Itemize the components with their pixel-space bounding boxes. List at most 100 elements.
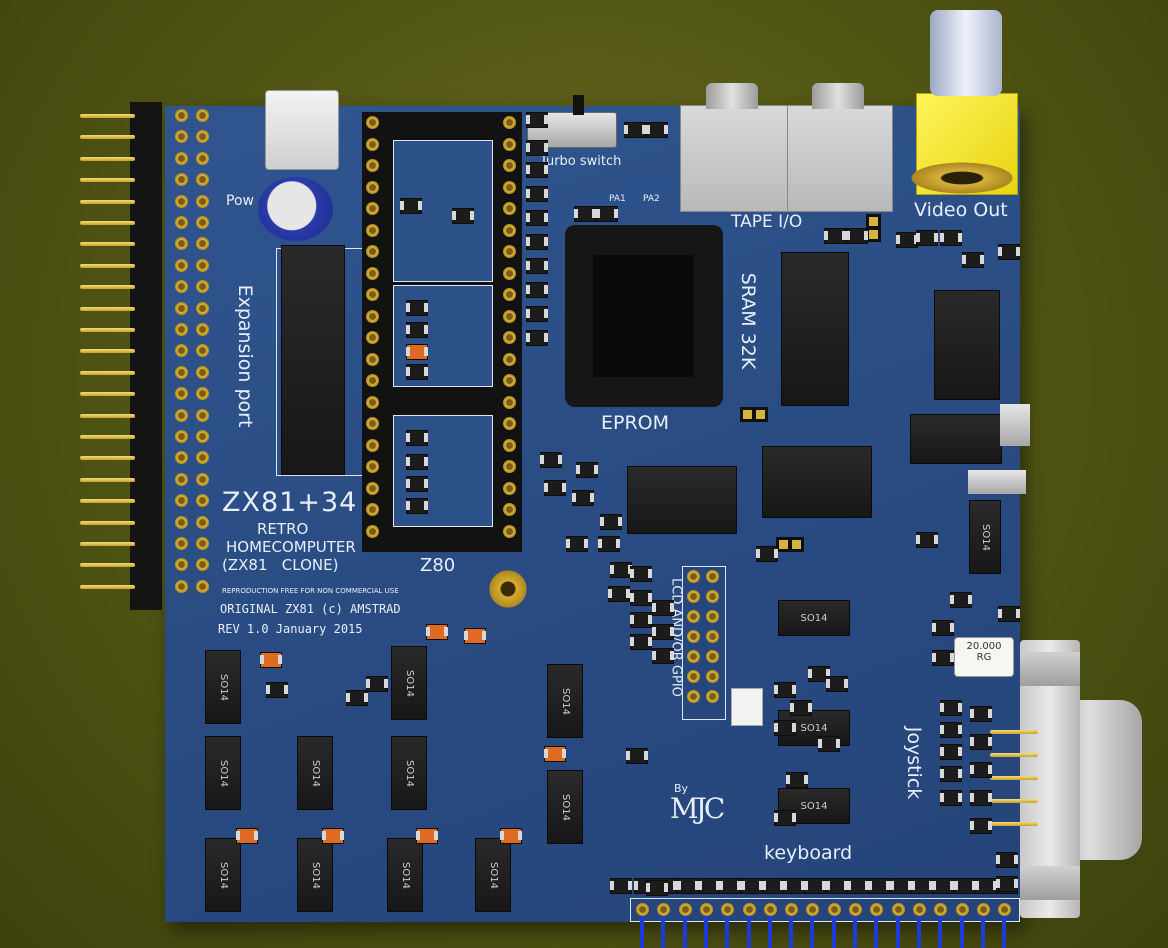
expansion-pin (80, 456, 135, 461)
video-out-ring (903, 160, 1021, 196)
keyboard-label: keyboard (764, 842, 853, 864)
smd-component (774, 720, 796, 736)
crystal-code: RG (976, 652, 992, 663)
z80-pin (503, 137, 516, 151)
tape-io-label: TAPE I/O (731, 212, 803, 232)
z80-pin (366, 438, 379, 452)
keyboard-resistor (910, 878, 933, 894)
expansion-pad (175, 365, 188, 379)
smd-component (996, 876, 1018, 892)
so14-chip-label: SO14 (309, 759, 321, 787)
smd-component (652, 648, 674, 664)
smd-component (526, 282, 548, 298)
keyboard-resistor (783, 878, 806, 894)
turbo-switch-lever[interactable] (573, 95, 584, 115)
joystick-pin (990, 822, 1038, 826)
keyboard-wire (810, 916, 815, 948)
keyboard-wire (789, 916, 794, 948)
smd-component (774, 810, 796, 826)
expansion-pin (80, 263, 135, 268)
smd-component (790, 700, 812, 716)
z80-pin (366, 137, 379, 151)
z80-pin (503, 245, 516, 258)
smd-component (630, 612, 652, 628)
original-note: ORIGINAL ZX81 (c) AMSTRAD (220, 602, 401, 616)
z80-pin (503, 352, 516, 366)
expansion-pin (80, 114, 135, 118)
gpio-pad (687, 630, 700, 643)
expansion-pin (80, 178, 135, 183)
gpio-pad (706, 670, 719, 683)
gpio-pad (687, 690, 700, 703)
z80-pin (503, 395, 516, 409)
tape-jack-1[interactable] (680, 105, 788, 212)
smd-component (630, 634, 652, 650)
expansion-pad (196, 130, 209, 144)
smd-component (646, 880, 668, 896)
keyboard-resistor (953, 878, 976, 894)
expansion-pad (196, 216, 209, 229)
so14-chip-label: SO14 (800, 800, 828, 812)
so14-chip-label: SO14 (399, 861, 411, 889)
joystick-db9-screw-bottom (1020, 866, 1080, 900)
smd-component (998, 244, 1020, 260)
jumper-3[interactable] (866, 214, 881, 242)
gpio-pad (687, 670, 700, 683)
jumper-1[interactable] (740, 407, 768, 422)
so14-chip: SO14 (297, 736, 333, 810)
keyboard-wire (682, 916, 687, 948)
expansion-pin (80, 520, 135, 525)
keyboard-wire (703, 916, 708, 948)
keyboard-wire (895, 916, 900, 948)
keyboard-resistor (761, 878, 784, 894)
keyboard-header (630, 898, 1020, 922)
expansion-pad (196, 451, 209, 465)
tape-jack-2[interactable] (787, 105, 893, 212)
z80-pin (503, 524, 516, 538)
expansion-pad (196, 258, 209, 272)
keyboard-pad (849, 903, 862, 916)
z80-pin (503, 309, 516, 323)
smd-component (526, 112, 548, 128)
expansion-pad (196, 494, 209, 508)
gpio-pad (706, 570, 719, 583)
video-out-rca-plug[interactable] (930, 10, 1002, 96)
gpio-pad (706, 590, 719, 603)
joystick-pin (990, 753, 1038, 757)
z80-pin (366, 245, 379, 258)
eprom-chip (593, 255, 693, 377)
expansion-pad (175, 451, 188, 465)
expansion-pad (196, 558, 209, 572)
subtitle-homecomputer: HOMECOMPUTER (226, 538, 356, 556)
z80-pin (503, 481, 516, 495)
slide-switch-right[interactable] (1000, 404, 1030, 446)
expansion-pin (80, 199, 135, 204)
smd-component (950, 592, 972, 608)
smd-component (600, 514, 622, 530)
smd-component (366, 676, 388, 692)
expansion-pin (80, 477, 135, 482)
so14-chip-label: SO14 (217, 759, 229, 787)
keyboard-pad (636, 903, 649, 916)
tape-jack-1-barrel (706, 83, 758, 109)
keyboard-pad (806, 903, 820, 916)
keyboard-resistor (804, 878, 827, 894)
smd-component (652, 624, 674, 640)
z80-pin (503, 438, 516, 452)
expansion-pad (175, 216, 188, 229)
ic-right-upper (934, 290, 1000, 400)
so14-chip-label: SO14 (800, 722, 828, 734)
expansion-pad (196, 344, 209, 358)
joystick-db9-screw-top (1020, 652, 1080, 686)
keyboard-pad (785, 903, 799, 916)
z80-pin (503, 288, 516, 301)
z80-pin (503, 417, 516, 430)
so14-chip: SO14 (778, 788, 850, 824)
expansion-pad (175, 258, 188, 272)
expansion-pad (196, 387, 209, 401)
keyboard-wire (959, 916, 964, 948)
slide-switch-right-2[interactable] (968, 470, 1026, 494)
jumper-2[interactable] (776, 537, 804, 552)
smd-component (916, 532, 938, 548)
z80-pin (503, 223, 516, 237)
